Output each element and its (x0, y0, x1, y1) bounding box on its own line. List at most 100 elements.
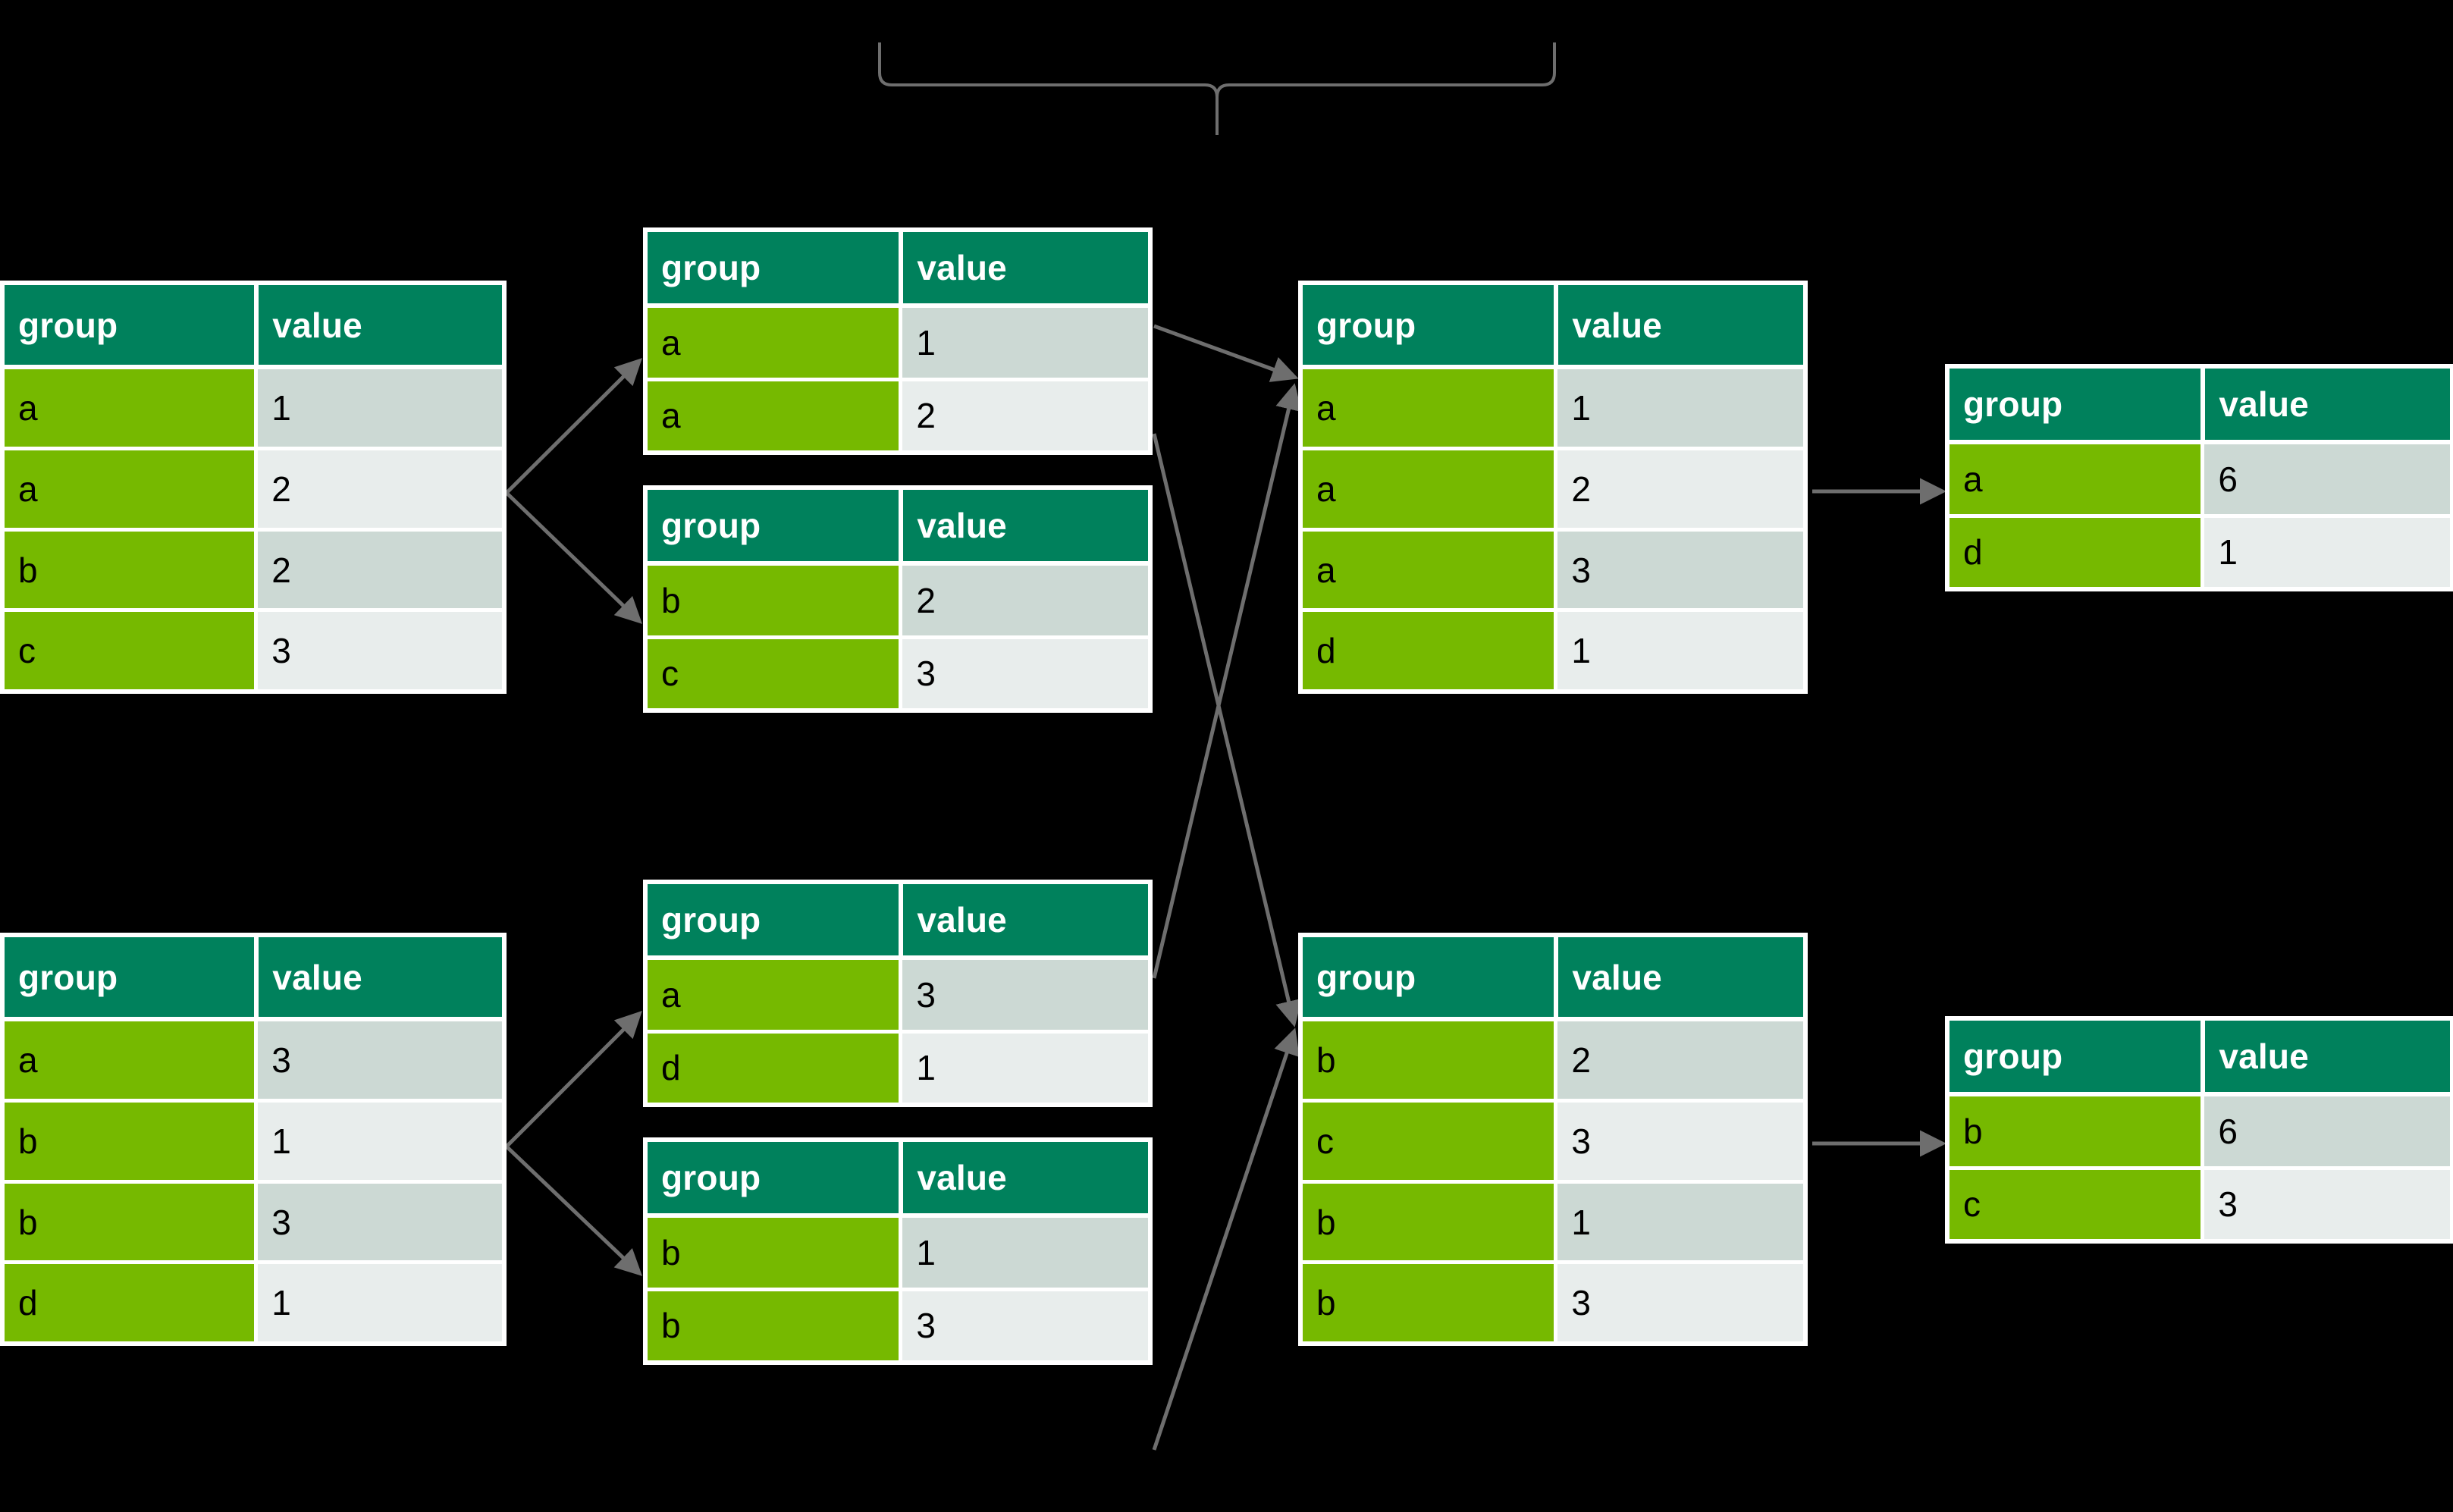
cell-value: 2 (902, 381, 1148, 450)
cell-group: b (5, 1103, 255, 1180)
cell-value: 3 (902, 1291, 1148, 1360)
column-header-group: group (1950, 369, 2201, 440)
cell-group: c (648, 638, 899, 708)
column-header-value: value (2205, 369, 2450, 440)
cell-group: a (1303, 450, 1554, 528)
cell-group: c (1950, 1169, 2201, 1239)
arrow-input-bottom-to-split-b (505, 1145, 643, 1276)
cell-value: 1 (1557, 1183, 1803, 1261)
arrow-input-top-to-split-b (505, 491, 643, 624)
column-header-value: value (903, 1142, 1148, 1213)
arrow-input-bottom-to-split-a (505, 1011, 642, 1148)
cell-value: 3 (2204, 1169, 2450, 1239)
cell-group: a (1303, 531, 1554, 609)
cell-group: d (648, 1033, 899, 1103)
column-header-value: value (259, 285, 502, 365)
arrow-split-bottom-a-to-shuffled-top (1152, 383, 1302, 979)
cell-value: 3 (1557, 1103, 1803, 1180)
cell-value: 2 (1557, 450, 1803, 528)
top-bracket (878, 42, 1556, 135)
cell-group: a (648, 381, 899, 450)
cell-value: 1 (1557, 369, 1803, 447)
cell-group: a (648, 308, 899, 378)
column-header-value: value (1558, 937, 1803, 1018)
cell-group: b (648, 566, 899, 635)
cell-value: 2 (902, 566, 1148, 635)
cell-value: 1 (902, 1033, 1148, 1103)
column-header-group: group (1303, 285, 1554, 365)
cell-value: 3 (1557, 1264, 1803, 1342)
cell-value: 2 (258, 531, 502, 609)
cell-group: d (1303, 612, 1554, 690)
cell-value: 1 (258, 1103, 502, 1180)
cell-value: 6 (2204, 444, 2450, 514)
cell-value: 3 (902, 960, 1148, 1030)
cell-group: a (5, 450, 255, 528)
cell-group: b (648, 1218, 899, 1288)
cell-group: c (1303, 1103, 1554, 1180)
column-header-value: value (259, 937, 502, 1018)
cell-value: 1 (902, 308, 1148, 378)
arrow-split-top-a-to-shuffled-top (1153, 324, 1299, 382)
cell-value: 2 (258, 450, 502, 528)
cell-value: 3 (258, 612, 502, 690)
cell-group: b (1303, 1264, 1554, 1342)
arrow-split-top-b-to-shuffled-bottom (1152, 433, 1302, 1027)
cell-group: b (1303, 1183, 1554, 1261)
column-header-value: value (2205, 1021, 2450, 1092)
cell-value: 1 (1557, 612, 1803, 690)
cell-group: a (5, 369, 255, 447)
column-header-group: group (648, 1142, 899, 1213)
cell-value: 6 (2204, 1096, 2450, 1166)
column-header-value: value (903, 232, 1148, 303)
cell-group: c (5, 612, 255, 690)
column-header-group: group (648, 884, 899, 955)
cell-group: a (5, 1021, 255, 1099)
cell-value: 2 (1557, 1021, 1803, 1099)
cell-group: b (1303, 1021, 1554, 1099)
arrow-input-top-to-split-a (505, 358, 642, 494)
column-header-group: group (5, 285, 255, 365)
cell-value: 1 (902, 1218, 1148, 1288)
cell-value: 3 (902, 638, 1148, 708)
